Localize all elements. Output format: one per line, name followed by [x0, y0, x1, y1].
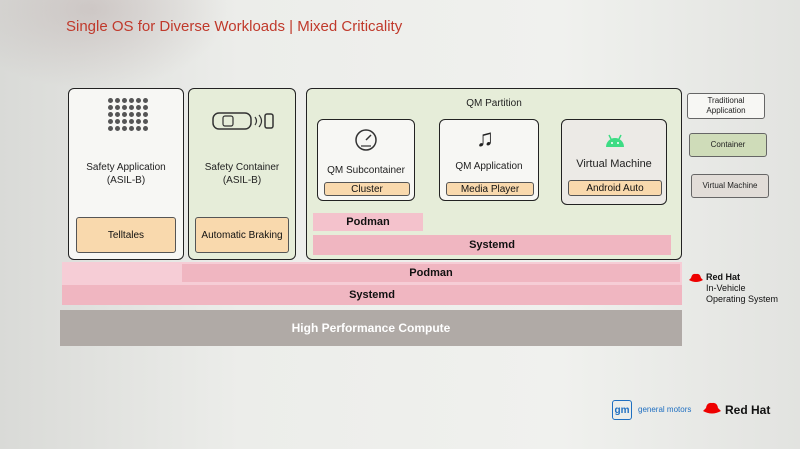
- host-podman-layer: Podman: [182, 264, 680, 282]
- qm-application-label: QM Application: [455, 161, 523, 172]
- android-icon: [606, 134, 624, 147]
- qm-systemd-layer: Systemd: [313, 235, 671, 255]
- music-note-icon: ♫: [476, 125, 494, 152]
- redhat-os-line1: In-Vehicle: [706, 283, 746, 293]
- gm-logo: gm: [612, 400, 632, 420]
- safety-application-asil: (ASIL-B): [106, 175, 146, 186]
- telltales-box: Telltales: [76, 217, 176, 253]
- legend-vm-label: Virtual Machine: [702, 181, 758, 190]
- host-systemd-layer: Systemd: [62, 285, 682, 305]
- legend-container-label: Container: [710, 140, 746, 149]
- legend-traditional-label: Traditional Application: [706, 96, 746, 115]
- legend-virtual-machine: Virtual Machine: [691, 174, 769, 198]
- redhat-hat-icon: [689, 273, 703, 282]
- media-player-box: Media Player: [446, 182, 534, 196]
- safety-container-label: Safety Container (ASIL-B): [189, 161, 295, 187]
- car-sensor-icon: [212, 112, 274, 130]
- qm-partition-label: QM Partition: [466, 98, 522, 109]
- redhat-os-line2: Operating System: [706, 294, 779, 304]
- qm-podman-layer: Podman: [313, 213, 423, 231]
- safety-container-asil: (ASIL-B): [222, 175, 262, 186]
- qm-subcontainer-label: QM Subcontainer: [327, 165, 405, 176]
- gm-logo-text: gm: [614, 404, 630, 416]
- qm-application-panel: ♫ QM Application Media Player: [439, 119, 539, 201]
- telltale-icons: [107, 97, 155, 132]
- qm-partition-panel: QM Partition QM Subcontainer Cluster ♫ Q…: [306, 88, 682, 260]
- qm-subcontainer-panel: QM Subcontainer Cluster: [317, 119, 415, 201]
- safety-container-name: Safety Container: [204, 162, 280, 173]
- automatic-braking-box: Automatic Braking: [195, 217, 289, 253]
- virtual-machine-panel: Virtual Machine Android Auto: [561, 119, 667, 205]
- slide-title: Single OS for Diverse Workloads | Mixed …: [66, 18, 403, 35]
- redhat-os-label: Red Hat In-Vehicle Operating System: [706, 272, 800, 305]
- safety-application-label: Safety Application (ASIL-B): [69, 161, 183, 187]
- safety-application-name: Safety Application: [86, 162, 166, 173]
- virtual-machine-label: Virtual Machine: [576, 158, 652, 170]
- android-auto-box: Android Auto: [568, 180, 662, 196]
- legend-traditional-application: Traditional Application: [687, 93, 765, 119]
- general-motors-text: general motors: [638, 405, 692, 414]
- safety-application-panel: Safety Application (ASIL-B) Telltales: [68, 88, 184, 260]
- redhat-footer-text: Red Hat: [725, 403, 771, 417]
- redhat-os-brand: Red Hat: [706, 272, 741, 282]
- legend-container: Container: [689, 133, 767, 157]
- high-performance-compute-layer: High Performance Compute: [60, 310, 682, 346]
- safety-container-panel: Safety Container (ASIL-B) Automatic Brak…: [188, 88, 296, 260]
- cluster-box: Cluster: [324, 182, 410, 196]
- redhat-footer-hat-icon: [703, 402, 721, 414]
- gauge-icon: [355, 129, 377, 151]
